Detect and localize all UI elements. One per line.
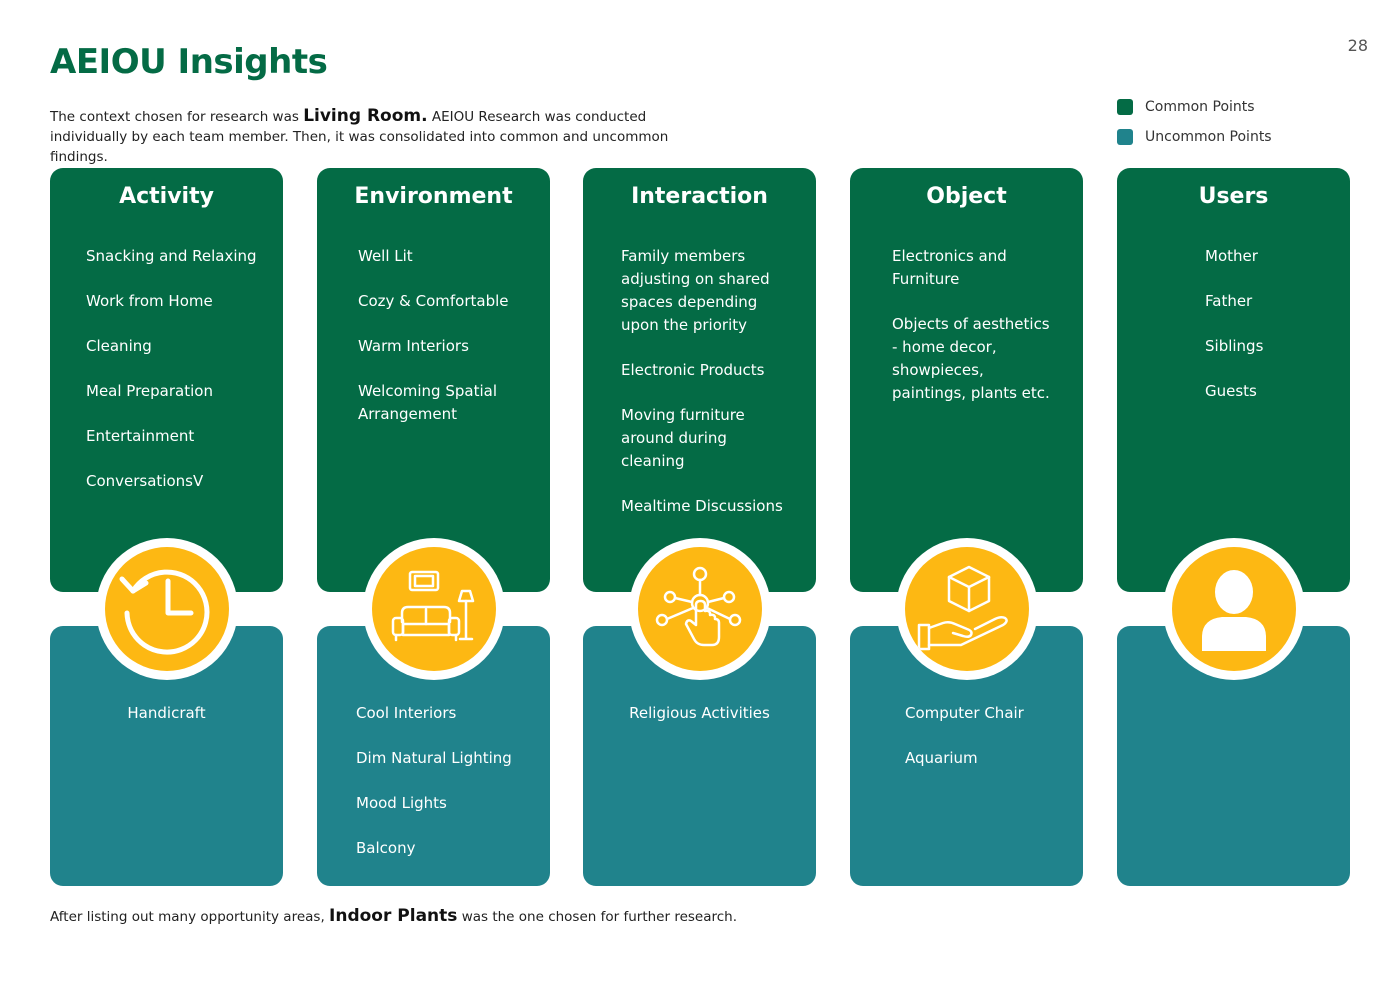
legend-label-common: Common Points: [1145, 99, 1255, 115]
icon-badge-interaction: [629, 538, 771, 680]
column-title-object: Object: [926, 184, 1007, 209]
footer-text: After listing out many opportunity areas…: [50, 906, 950, 927]
common-list-environment: Well Lit Cozy & Comfortable Warm Interio…: [358, 245, 543, 448]
legend-label-uncommon: Uncommon Points: [1145, 129, 1272, 145]
legend-item-common: Common Points: [1117, 92, 1272, 122]
common-card-environment: Environment Well Lit Cozy & Comfortable …: [317, 168, 550, 592]
list-item: Electronic Products: [621, 361, 765, 379]
column-object: Object Electronics and Furniture Objects…: [850, 168, 1083, 886]
column-title-activity: Activity: [119, 184, 214, 209]
common-card-activity: Activity Snacking and Relaxing Work from…: [50, 168, 283, 592]
common-list-object: Electronics and Furniture Objects of aes…: [892, 245, 1062, 427]
icon-badge-users: [1163, 538, 1305, 680]
common-card-interaction: Interaction Family members adjusting on …: [583, 168, 816, 592]
uncommon-list-environment: Cool Interiors Dim Natural Lighting Mood…: [356, 702, 546, 882]
footer-highlight: Indoor Plants: [329, 906, 458, 926]
common-card-users: Users Mother Father Siblings Guests: [1117, 168, 1350, 592]
legend-swatch-common: [1117, 99, 1133, 115]
common-card-object: Object Electronics and Furniture Objects…: [850, 168, 1083, 592]
list-item: Electronics and Furniture: [892, 247, 1007, 288]
legend: Common Points Uncommon Points: [1117, 92, 1272, 152]
uncommon-card-environment: Cool Interiors Dim Natural Lighting Mood…: [317, 626, 550, 886]
uncommon-list-activity: Handicraft: [50, 702, 283, 747]
list-item: Mother: [1205, 247, 1258, 265]
list-item: Father: [1205, 292, 1253, 310]
user-icon: [1202, 570, 1266, 651]
page-number: 28: [1347, 36, 1368, 55]
list-item: Family members adjusting on shared space…: [621, 247, 770, 334]
list-item: Dim Natural Lighting: [356, 749, 512, 767]
box-on-hand-icon: [917, 565, 1008, 651]
list-item: Religious Activities: [629, 704, 770, 722]
list-item: Balcony: [356, 839, 416, 857]
list-item: Cozy & Comfortable: [358, 292, 509, 310]
list-item: Moving furniture around during cleaning: [621, 406, 745, 470]
column-title-environment: Environment: [354, 184, 513, 209]
legend-swatch-uncommon: [1117, 129, 1133, 145]
list-item: Siblings: [1205, 337, 1264, 355]
living-room-icon: [391, 570, 475, 642]
icon-badge-environment: [363, 538, 505, 680]
footer-suffix: was the one chosen for further research.: [457, 909, 738, 925]
list-item: Mood Lights: [356, 794, 447, 812]
list-item: ConversationsV: [86, 472, 204, 490]
list-item: Warm Interiors: [358, 337, 469, 355]
list-item: Objects of aesthetics - home decor, show…: [892, 315, 1050, 402]
common-list-interaction: Family members adjusting on shared space…: [621, 245, 806, 540]
column-title-interaction: Interaction: [631, 184, 768, 209]
common-list-activity: Snacking and Relaxing Work from Home Cle…: [86, 245, 276, 515]
list-item: Computer Chair: [905, 704, 1024, 722]
list-item: Entertainment: [86, 427, 195, 445]
list-item: Aquarium: [905, 749, 978, 767]
column-environment: Environment Well Lit Cozy & Comfortable …: [317, 168, 550, 886]
list-item: Welcoming Spatial Arrangement: [358, 382, 497, 423]
list-item: Handicraft: [127, 704, 206, 722]
legend-item-uncommon: Uncommon Points: [1117, 122, 1272, 152]
intro-text: The context chosen for research was Livi…: [50, 106, 710, 167]
footer-prefix: After listing out many opportunity areas…: [50, 909, 330, 925]
list-item: Cleaning: [86, 337, 152, 355]
page-title: AEIOU Insights: [50, 42, 328, 82]
intro-prefix: The context chosen for research was: [50, 109, 304, 125]
list-item: Guests: [1205, 382, 1257, 400]
icon-badge-activity: [96, 538, 238, 680]
list-item: Meal Preparation: [86, 382, 213, 400]
list-item: Snacking and Relaxing: [86, 247, 257, 265]
list-item: Mealtime Discussions: [621, 497, 783, 515]
uncommon-list-object: Computer Chair Aquarium: [905, 702, 1080, 792]
list-item: Work from Home: [86, 292, 213, 310]
list-item: Cool Interiors: [356, 704, 457, 722]
icon-badge-object: [896, 538, 1038, 680]
column-interaction: Interaction Family members adjusting on …: [583, 168, 816, 886]
column-title-users: Users: [1198, 184, 1269, 209]
intro-highlight: Living Room.: [303, 106, 428, 126]
column-users: Users Mother Father Siblings Guests: [1117, 168, 1350, 886]
list-item: Well Lit: [358, 247, 413, 265]
touch-network-icon: [655, 566, 742, 647]
clock-icon: [119, 569, 210, 655]
column-activity: Activity Snacking and Relaxing Work from…: [50, 168, 283, 886]
common-list-users: Mother Father Siblings Guests: [1205, 245, 1345, 425]
uncommon-list-interaction: Religious Activities: [583, 702, 816, 747]
intro-suffix: AEIOU Research was conducted individuall…: [50, 109, 669, 165]
